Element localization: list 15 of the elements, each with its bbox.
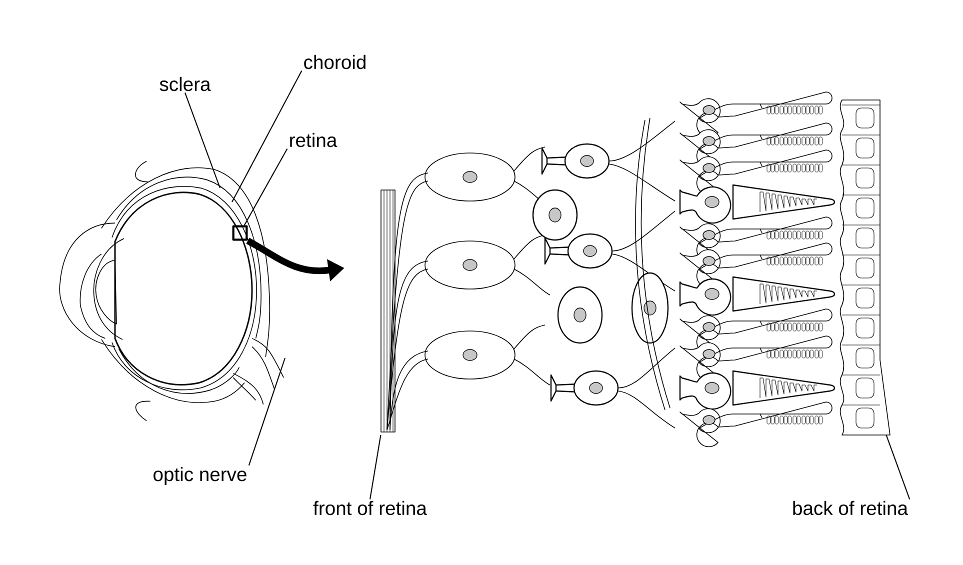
leader-line bbox=[232, 70, 302, 202]
leader-line bbox=[244, 148, 288, 226]
leader-line bbox=[369, 434, 382, 500]
label-text: choroid bbox=[304, 54, 366, 70]
leader-line bbox=[886, 434, 910, 500]
retina-cross-section-drawing bbox=[380, 92, 890, 448]
label-text: front of retina bbox=[313, 500, 427, 516]
eye-drawing bbox=[59, 160, 284, 422]
label-text: sclera bbox=[160, 76, 211, 92]
label-text: retina bbox=[290, 132, 338, 148]
label-text: optic nerve bbox=[154, 467, 246, 486]
label-text: back of retina bbox=[793, 500, 908, 516]
leader-line bbox=[184, 92, 220, 188]
marker-square bbox=[232, 225, 248, 241]
leader-line bbox=[248, 358, 286, 466]
